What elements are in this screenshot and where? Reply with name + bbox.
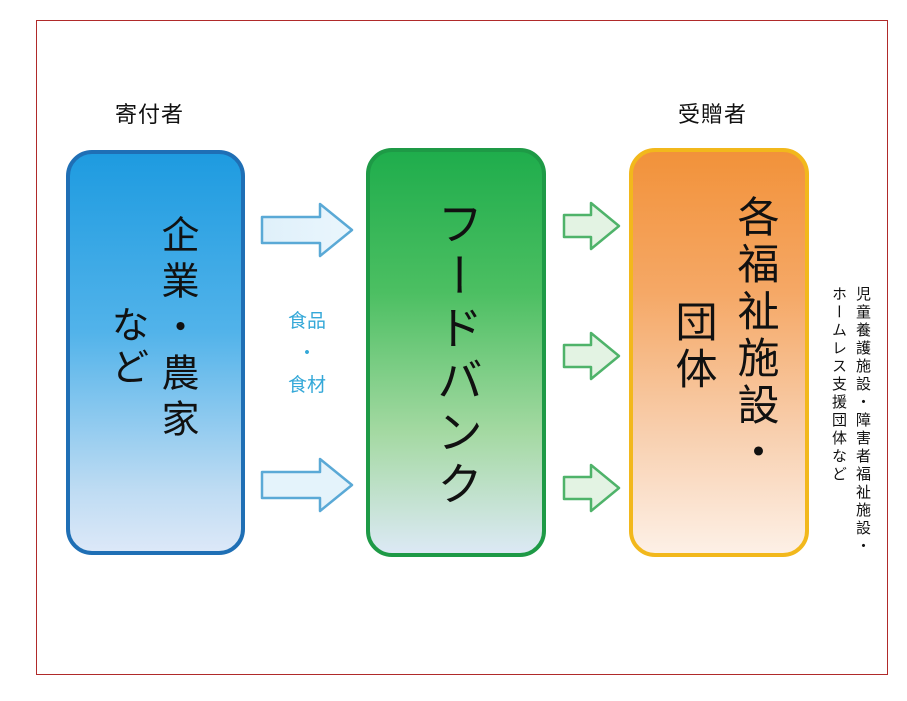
flow-label-bottom: 食材 [287,374,326,396]
side-note-line1: 児童養護施設・障害者福祉施設・ [854,286,872,556]
arrow-icon [260,202,354,258]
foodbank-box [366,148,546,557]
recipient-heading: 受贈者 [678,103,748,128]
arrow-icon [562,201,621,251]
donor-box-sublabel: など [105,305,149,389]
donor-heading: 寄付者 [115,103,185,128]
side-note-line2: ホームレス支援団体など [830,286,848,484]
flow-label-top: 食品 [287,310,326,332]
recipient-box-sublabel: 団体 [669,300,718,394]
donor-box-label: 企業・農家 [155,215,199,445]
arrow-icon [562,331,621,381]
donor-box [66,150,245,555]
flow-label-dot: ・ [297,342,317,364]
foodbank-box-label: フードバンク [430,200,484,512]
arrow-icon [562,463,621,513]
recipient-box-label: 各福祉施設・ [731,195,780,477]
arrow-icon [260,457,354,513]
recipient-box [629,148,809,557]
